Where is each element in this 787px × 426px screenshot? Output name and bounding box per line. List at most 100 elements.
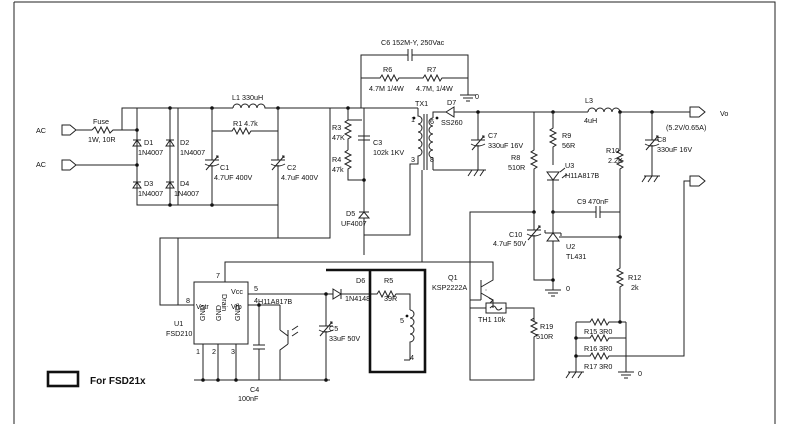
page-frame — [13, 1, 776, 424]
c1-value: 4.7UF 400V — [214, 173, 253, 182]
c6-label: C6 152M-Y, 250Vac — [381, 38, 445, 47]
u1-pin4: 4 — [254, 296, 258, 305]
d4-label: D4 — [180, 179, 189, 188]
r6-value: 4.7M 1/4W — [369, 84, 404, 93]
ac-input-connectors — [61, 124, 122, 171]
r8-value: 510R — [508, 163, 525, 172]
c4-value: 100nF — [238, 394, 259, 403]
c10-label: C10 — [509, 230, 522, 239]
tx1-pin8: 8 — [430, 155, 434, 164]
c10-value: 4.7uF 50V — [493, 239, 526, 248]
q1-label: Q1 — [448, 273, 458, 282]
inductor-l3 — [551, 107, 690, 114]
tx1-pin6: 6 — [430, 117, 434, 126]
transistor-q1 — [422, 261, 494, 308]
resistor-r10 — [615, 112, 625, 212]
u1-pin7: 7 — [216, 271, 220, 280]
u1-pin5: 5 — [254, 284, 258, 293]
r7-label: R7 — [427, 65, 436, 74]
l1-label: L1 330uH — [232, 93, 263, 102]
c2-value: 4.7uF 400V — [281, 173, 318, 182]
aux-pin4: 4 — [410, 353, 414, 362]
u1-pin8: 8 — [186, 296, 190, 305]
r19-label: R19 — [540, 322, 553, 331]
resistor-r1 — [211, 108, 279, 136]
resistor-r19 — [469, 300, 539, 381]
tx1-pin1: 1 — [411, 115, 415, 124]
u3-value: H11A817B — [565, 171, 599, 180]
u3-label: U3 — [565, 161, 574, 170]
c9-label: C9 470nF — [577, 197, 609, 206]
capacitor-c2 — [270, 131, 286, 205]
d2-label: D2 — [180, 138, 189, 147]
vo-label: Vo — [720, 109, 728, 118]
d1-label: D1 — [144, 138, 153, 147]
r10-label: R10 — [606, 146, 619, 155]
dc-bus — [159, 106, 418, 306]
u1-gnd2: GND — [214, 305, 223, 321]
tx1-pin3: 3 — [411, 155, 415, 164]
r4-value: 47k — [332, 165, 344, 174]
r12-value: 2k — [631, 283, 639, 292]
u1-vfb: Vfb — [231, 302, 242, 311]
u2-label: U2 — [566, 242, 575, 251]
aux-winding-circuit — [315, 288, 415, 382]
u2-value: TL431 — [566, 252, 586, 261]
u1-pin3: 3 — [231, 347, 235, 356]
u1-pin2: 2 — [212, 347, 216, 356]
fsd21x-highlight-box — [326, 268, 427, 374]
q1-value: KSP2222A — [432, 283, 467, 292]
u1-drain: Drain — [220, 294, 229, 311]
inductor-l1 — [232, 103, 268, 109]
c3-label: C3 — [373, 138, 382, 147]
d5-value: UF4007 — [341, 219, 367, 228]
optocoupler-primary — [253, 303, 299, 380]
r19-value: 510R — [536, 332, 553, 341]
c7-value: 330uF 16V — [488, 141, 523, 150]
capacitor-c8 — [641, 112, 660, 183]
c3-value: 102k 1KV — [373, 148, 404, 157]
aux-pin5: 5 — [400, 316, 404, 325]
c7-label: C7 — [488, 131, 497, 140]
d4-value: 1N4007 — [174, 189, 199, 198]
fuse-label: Fuse — [93, 117, 109, 126]
c8-label: C8 — [657, 135, 666, 144]
snubber — [343, 106, 371, 255]
r9-label: R9 — [562, 131, 571, 140]
startup-line — [177, 108, 331, 305]
d7-label: D7 — [447, 98, 456, 107]
transformer-tx1 — [224, 108, 446, 282]
r12-label: R12 — [628, 273, 641, 282]
legend-swatch — [46, 370, 80, 388]
c1-label: C1 — [220, 163, 229, 172]
r3-value: 47K — [332, 133, 345, 142]
r5-value: 39R — [384, 294, 397, 303]
fuse — [91, 125, 122, 135]
ycap-network — [360, 49, 476, 108]
u1-label: U1 — [174, 319, 183, 328]
u1-vstr: Vstr — [196, 302, 209, 311]
c4-label: C4 — [250, 385, 259, 394]
r9-value: 56R — [562, 141, 575, 150]
vo-spec: (5.2V/0.65A) — [666, 123, 706, 132]
d6-value: 1N4148 — [345, 294, 370, 303]
feedback-compensation — [526, 206, 622, 297]
r15-label: R15 3R0 — [584, 327, 612, 336]
tx1-label: TX1 — [415, 99, 428, 108]
u1-vcc: Vcc — [231, 287, 243, 296]
r1-label: R1 4.7k — [233, 119, 258, 128]
c5-label: C5 — [329, 324, 338, 333]
r5-label: R5 — [384, 276, 393, 285]
r10-value: 2.2K — [608, 156, 623, 165]
r17-label: R17 3R0 — [584, 362, 612, 371]
d7-value: SS260 — [441, 118, 463, 127]
ac-label-1: AC — [36, 126, 46, 135]
d1-value: 1N4007 — [138, 148, 163, 157]
d5-label: D5 — [346, 209, 355, 218]
r7-value: 4.7M, 1/4W — [416, 84, 453, 93]
zero-bot: 0 — [638, 369, 642, 378]
resistor-r12 — [615, 212, 625, 322]
d2-value: 1N4007 — [180, 148, 205, 157]
th1-label: TH1 10k — [478, 315, 506, 324]
